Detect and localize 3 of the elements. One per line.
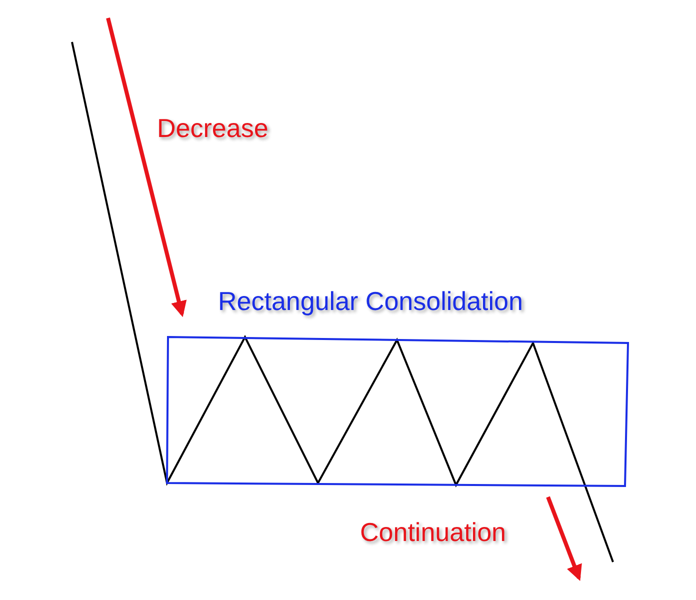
trend-label: Decrease xyxy=(157,114,268,143)
trend-label: Continuation xyxy=(360,518,506,547)
heading: Rectangular Consolidation xyxy=(218,287,523,316)
